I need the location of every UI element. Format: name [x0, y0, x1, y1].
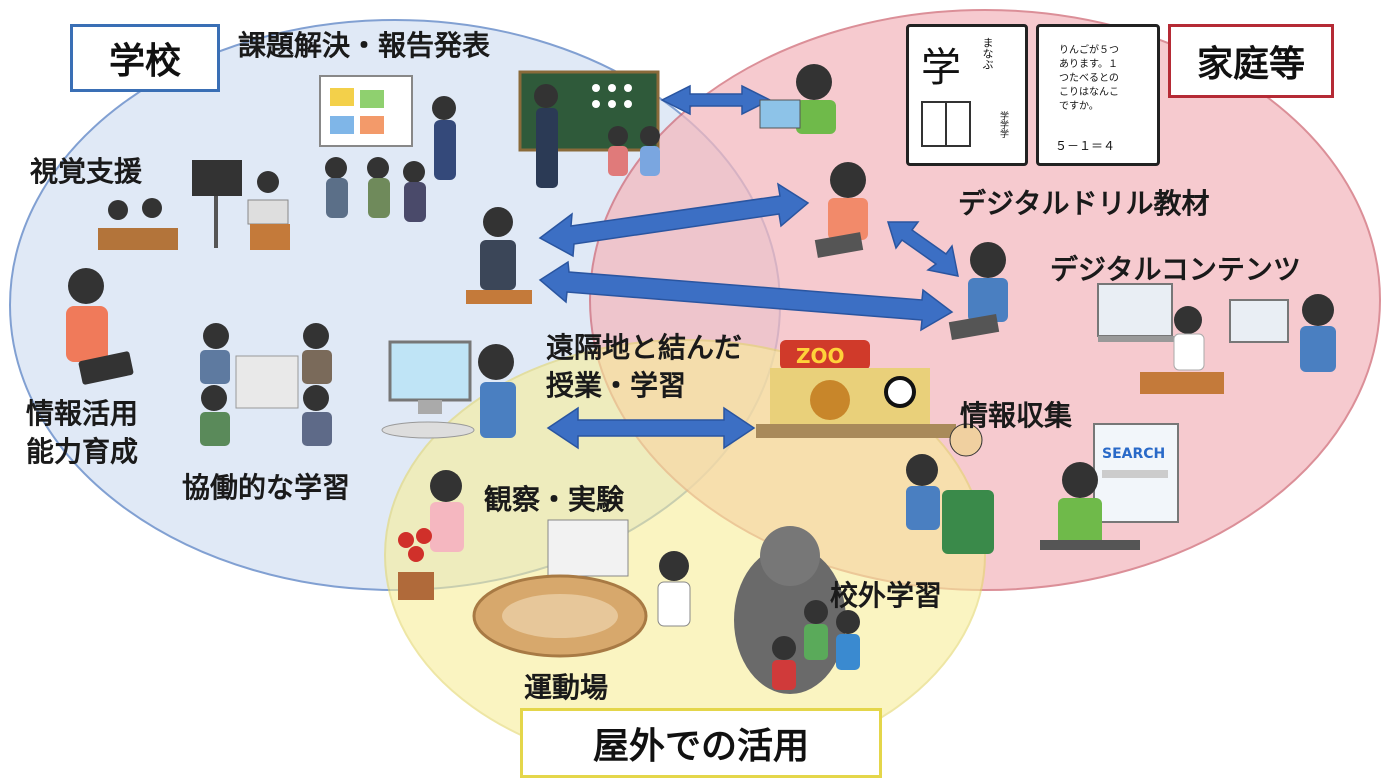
illustrations [66, 64, 1336, 694]
label-joho-katsuyo-2: 能力育成 [26, 435, 139, 468]
kanji-box-2 [945, 101, 971, 147]
label-shikaku: 視覚支援 [30, 155, 143, 188]
arrow-remote [546, 406, 756, 450]
label-joho-katsuyo-1: 情報活用 [26, 397, 139, 430]
display-stand [192, 160, 242, 196]
kanji-drill-card: 学 まなぶ 学学学 [906, 24, 1028, 166]
arrow-student-pair [886, 221, 959, 277]
home-title: 家庭等 [1168, 24, 1334, 98]
label-undojo: 運動場 [524, 671, 609, 704]
label-joho-shushu: 情報収集 [960, 399, 1073, 432]
outdoor-title: 屋外での活用 [520, 708, 882, 778]
kanji-side: 学学学 [998, 111, 1008, 138]
math-drill-card: りんごが５つ あります。１ つたべるとの こりはなんこ ですか。 ５－１＝４ [1036, 24, 1160, 166]
math-line-5: ですか。 [1059, 101, 1099, 112]
kanji-reading: まなぶ [981, 37, 994, 70]
math-line-2: あります。１ [1059, 59, 1118, 70]
math-line-3: つたべるとの [1059, 73, 1119, 84]
kanji-char: 学 [921, 45, 961, 91]
math-line-4: こりはなんこ [1059, 87, 1119, 98]
zoo-sign: ZOO [796, 344, 845, 368]
arrow-teacher-student2 [538, 260, 954, 332]
math-line-1: りんごが５つ [1059, 45, 1119, 56]
arrow-teacher-student1 [538, 182, 810, 258]
label-contents: デジタルコンテンツ [1050, 253, 1301, 286]
kanji-box-1 [921, 101, 947, 147]
zoo-gate [780, 340, 870, 370]
label-enkakuchi-1: 遠隔地と結んだ [546, 331, 743, 364]
label-kadai: 課題解決・報告発表 [238, 29, 491, 62]
school-title: 学校 [70, 24, 220, 92]
label-kyodo: 協働的な学習 [182, 471, 351, 504]
label-enkakuchi-2: 授業・学習 [546, 369, 687, 402]
label-kogai: 校外学習 [830, 579, 943, 612]
search-sign: SEARCH [1102, 446, 1166, 462]
math-equation: ５－１＝４ [1055, 139, 1116, 153]
label-kansatsu: 観察・実験 [484, 483, 625, 516]
presentation-board [319, 75, 413, 147]
label-drill: デジタルドリル教材 [958, 187, 1210, 220]
teacher-figure [483, 207, 513, 237]
remote-monitor [388, 340, 472, 402]
